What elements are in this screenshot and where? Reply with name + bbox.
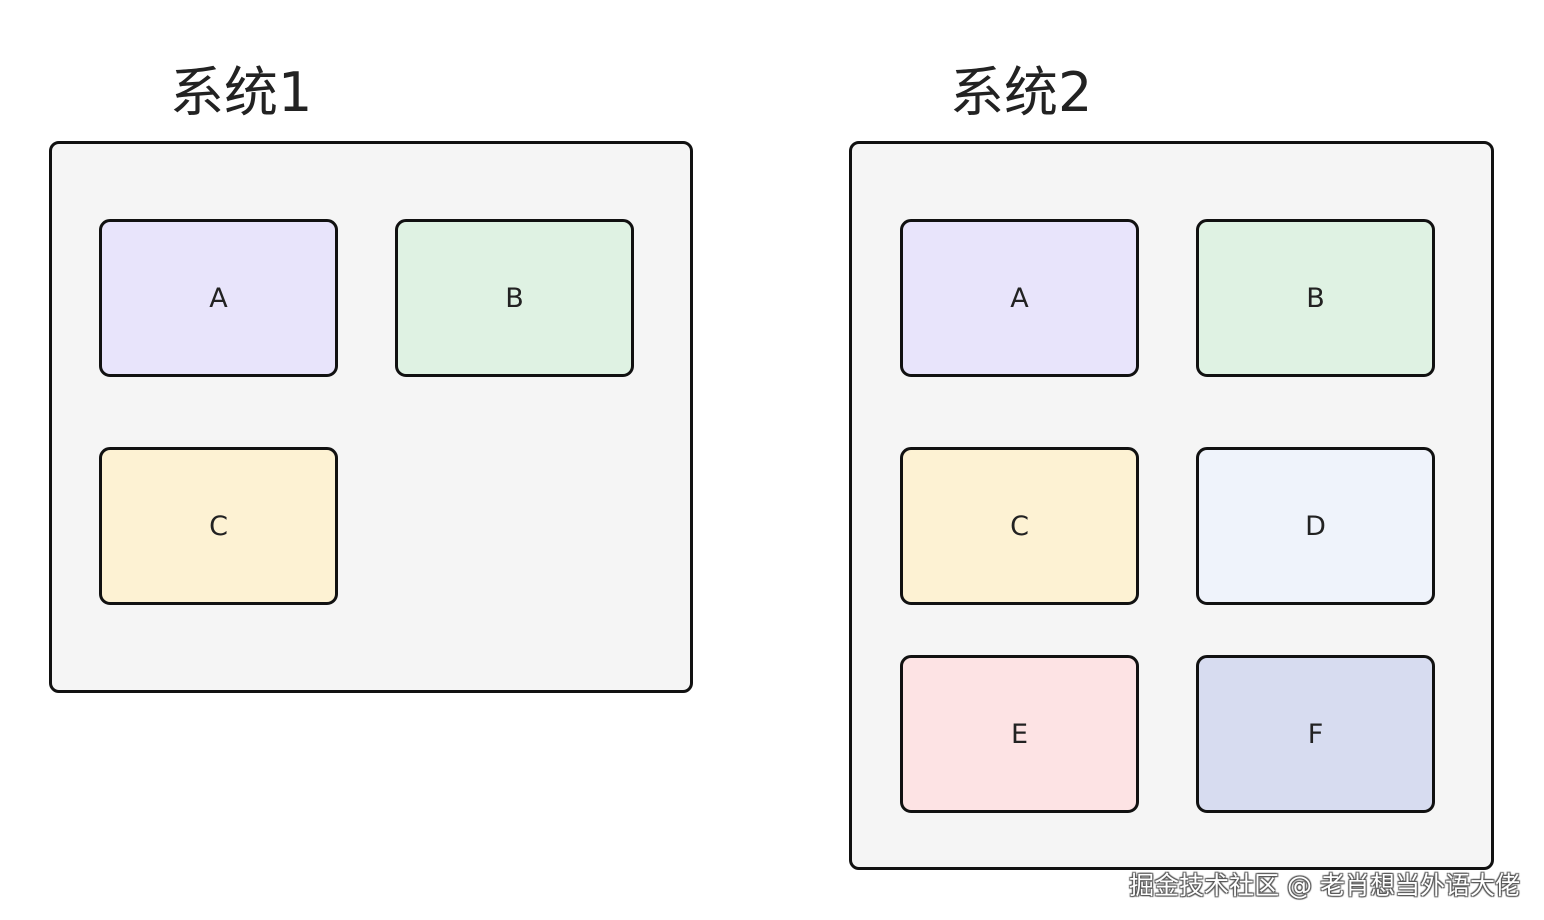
system2-module-f: F [1196, 655, 1435, 813]
system2-module-a: A [900, 219, 1139, 377]
system1-title: 系统1 [170, 61, 313, 124]
system2-module-c: C [900, 447, 1139, 605]
system1-module-b: B [395, 219, 634, 377]
system2-module-d: D [1196, 447, 1435, 605]
system1-module-c: C [99, 447, 338, 605]
system1-module-a: A [99, 219, 338, 377]
system2-module-b: B [1196, 219, 1435, 377]
watermark-text: 掘金技术社区 @ 老肖想当外语大佬 [1129, 871, 1520, 900]
system2-title: 系统2 [950, 61, 1093, 124]
system2-module-e: E [900, 655, 1139, 813]
